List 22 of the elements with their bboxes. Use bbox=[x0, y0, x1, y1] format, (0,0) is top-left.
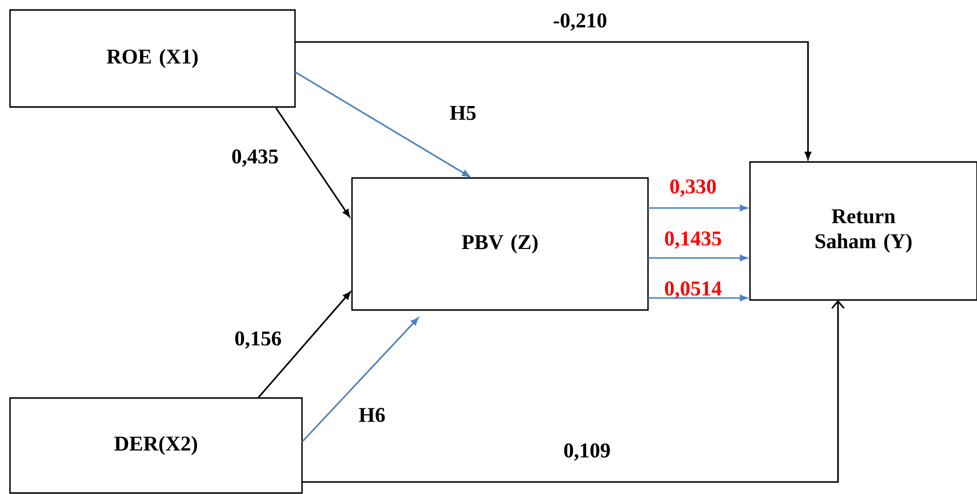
arrow bbox=[301, 318, 419, 443]
variable-box: PBV (Z) bbox=[351, 177, 649, 311]
variable-box: Return Saham (Y) bbox=[749, 161, 977, 301]
edge-label: H6 bbox=[358, 408, 385, 422]
arrow bbox=[295, 41, 812, 160]
arrow bbox=[302, 300, 845, 483]
variable-box: ROE (X1) bbox=[9, 9, 296, 108]
edge-label: H5 bbox=[450, 106, 476, 120]
edge-label: 0,330 bbox=[670, 179, 716, 197]
edge-label: -0,210 bbox=[554, 13, 606, 31]
edge-label: 0,435 bbox=[232, 149, 278, 167]
arrow bbox=[648, 204, 748, 212]
edge-label: 0,156 bbox=[235, 331, 282, 349]
arrow bbox=[294, 71, 470, 178]
edge-label: 0,109 bbox=[564, 443, 610, 461]
edge-label: 0,1435 bbox=[664, 231, 722, 249]
arrow bbox=[257, 292, 351, 399]
arrow bbox=[275, 108, 350, 218]
arrow bbox=[648, 294, 748, 302]
arrow bbox=[648, 254, 748, 262]
variable-box: DER(X2) bbox=[9, 397, 303, 494]
edge-label: 0,0514 bbox=[664, 281, 722, 299]
